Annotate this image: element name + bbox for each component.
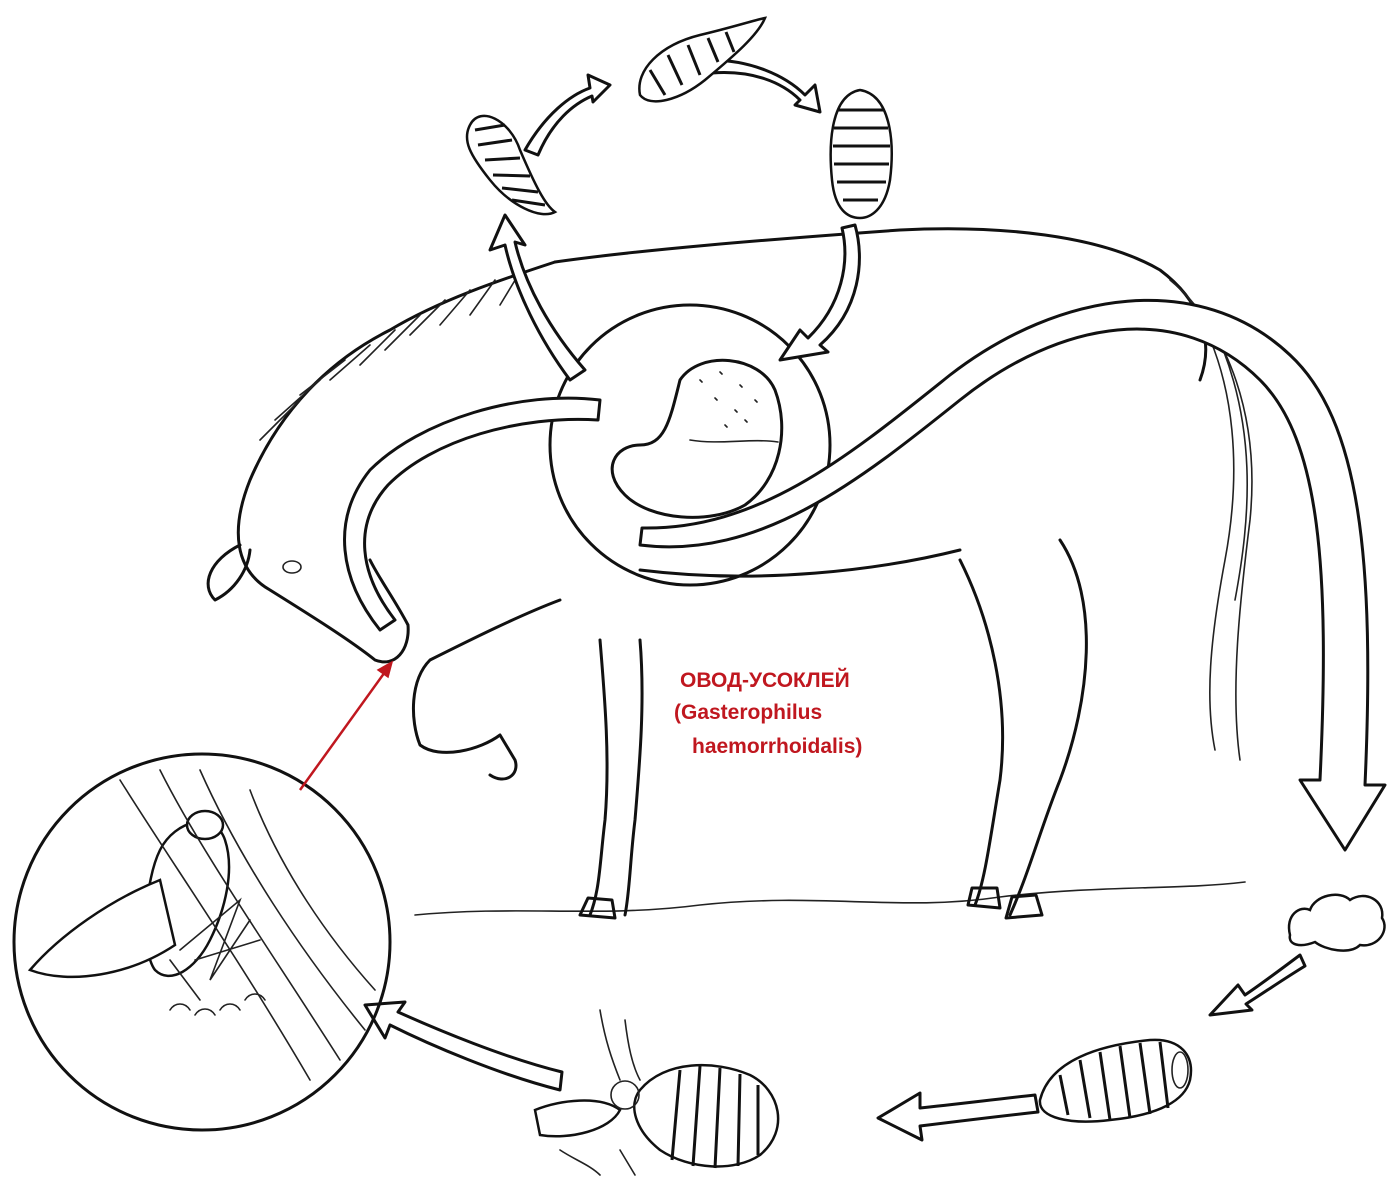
stomach-spots [700, 372, 757, 427]
stomach-icon [612, 360, 782, 517]
arrow-dung-to-pupa [1210, 955, 1305, 1015]
larva-stage-3 [831, 90, 892, 218]
ground-line [415, 882, 1245, 915]
pupa-stage [1040, 1040, 1191, 1122]
arrow-larva1-to-larva2 [525, 75, 610, 155]
arrow-stomach-to-mouth [345, 398, 600, 630]
eggs [170, 994, 265, 1015]
arrow-larva3-to-stomach [780, 225, 859, 360]
larva-stage-2 [639, 18, 765, 101]
horse-hindleg-2 [1010, 540, 1086, 915]
horse-foreleg [590, 640, 607, 915]
pointer-arrowhead [378, 662, 392, 677]
stomach-fill-line [690, 440, 778, 442]
horse-foreleg-raised [413, 600, 560, 779]
horse-eye [283, 561, 301, 573]
horse-belly [640, 550, 960, 576]
horse-hoof-1 [580, 898, 615, 918]
arrow-pupa-to-fly [878, 1093, 1038, 1140]
arrow-fly-to-egg-laying [365, 1002, 562, 1090]
dung-icon [1289, 895, 1385, 951]
species-latin-name-line2: haemorrhoidalis) [692, 734, 862, 760]
arrow-larva2-to-larva3 [710, 60, 820, 112]
emerging-fly [535, 1010, 778, 1175]
species-latin-name-line1: (Gasterophilus [674, 700, 822, 726]
horse-foreleg-2 [625, 640, 642, 915]
magnified-egg-laying [14, 754, 390, 1130]
larva-icon [639, 18, 765, 101]
horse-hindleg [960, 560, 1003, 905]
pointer-line [300, 665, 390, 790]
horse-ear [208, 545, 250, 600]
fly-eye [187, 811, 223, 839]
species-common-name: ОВОД-УСОКЛЕЙ [680, 668, 850, 694]
